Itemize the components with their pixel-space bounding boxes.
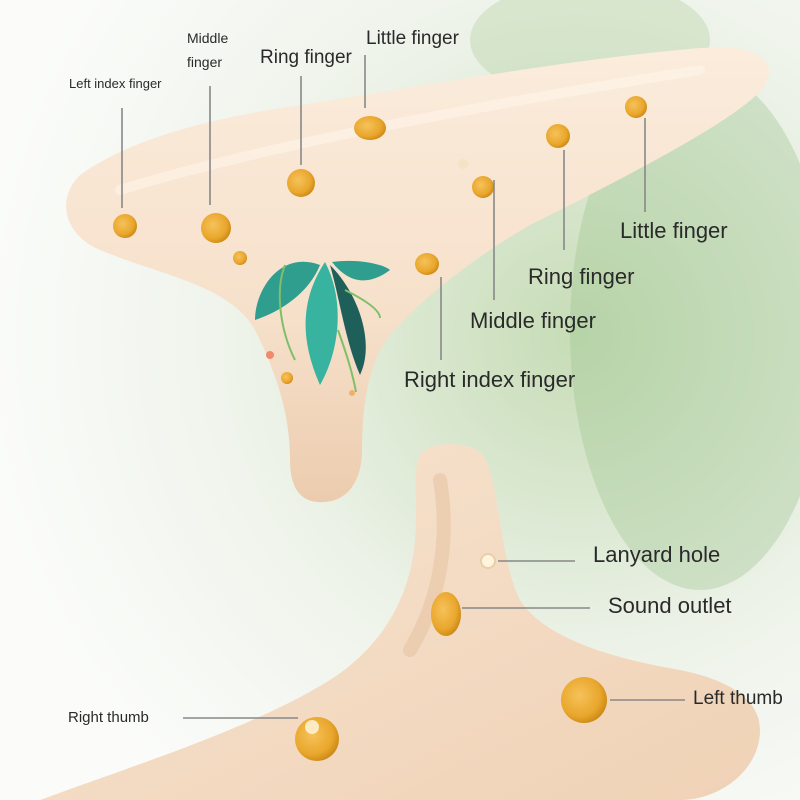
- label-lanyard-hole: Lanyard hole: [593, 542, 721, 567]
- leader-lines: [121, 55, 685, 719]
- label-right-index-finger: Right index finger: [404, 367, 576, 392]
- hole-right-ring: [546, 124, 570, 148]
- hole-left-middle-small: [233, 251, 247, 265]
- hole-lanyard: [480, 553, 496, 569]
- label-right-thumb: Right thumb: [68, 709, 149, 726]
- hole-right-little: [625, 96, 647, 118]
- label-ring-finger-left: Ring finger: [260, 47, 352, 68]
- thumb-highlight: [305, 720, 319, 734]
- ocarina-top-view: [66, 47, 769, 503]
- background-foliage-blur: [570, 70, 800, 590]
- hole-left-little: [354, 116, 386, 140]
- ocarina-bottom-view: [40, 444, 760, 800]
- label-middle-finger-right: Middle finger: [470, 308, 596, 333]
- hole-sound-outlet: [431, 592, 461, 636]
- label-little-finger-right: Little finger: [620, 218, 728, 243]
- hole-left-thumb: [561, 677, 607, 723]
- ocarina-bottom-shadow: [403, 473, 451, 657]
- top-holes: [113, 96, 647, 384]
- hole-left-middle: [201, 213, 231, 243]
- hole-right-middle-small: [458, 159, 468, 169]
- hole-small-lower: [281, 372, 293, 384]
- label-middle-finger-left: Middle finger: [187, 30, 229, 70]
- label-ring-finger-right: Ring finger: [528, 264, 635, 289]
- label-left-index-finger: Left index finger: [69, 76, 162, 91]
- feather-decoration: [255, 260, 390, 396]
- label-left-thumb: Left thumb: [693, 688, 783, 709]
- hole-left-ring: [287, 169, 315, 197]
- hole-left-index: [113, 214, 137, 238]
- label-little-finger-left: Little finger: [366, 28, 459, 49]
- hole-right-index: [415, 253, 439, 275]
- hole-right-middle: [472, 176, 494, 198]
- label-sound-outlet: Sound outlet: [608, 593, 732, 618]
